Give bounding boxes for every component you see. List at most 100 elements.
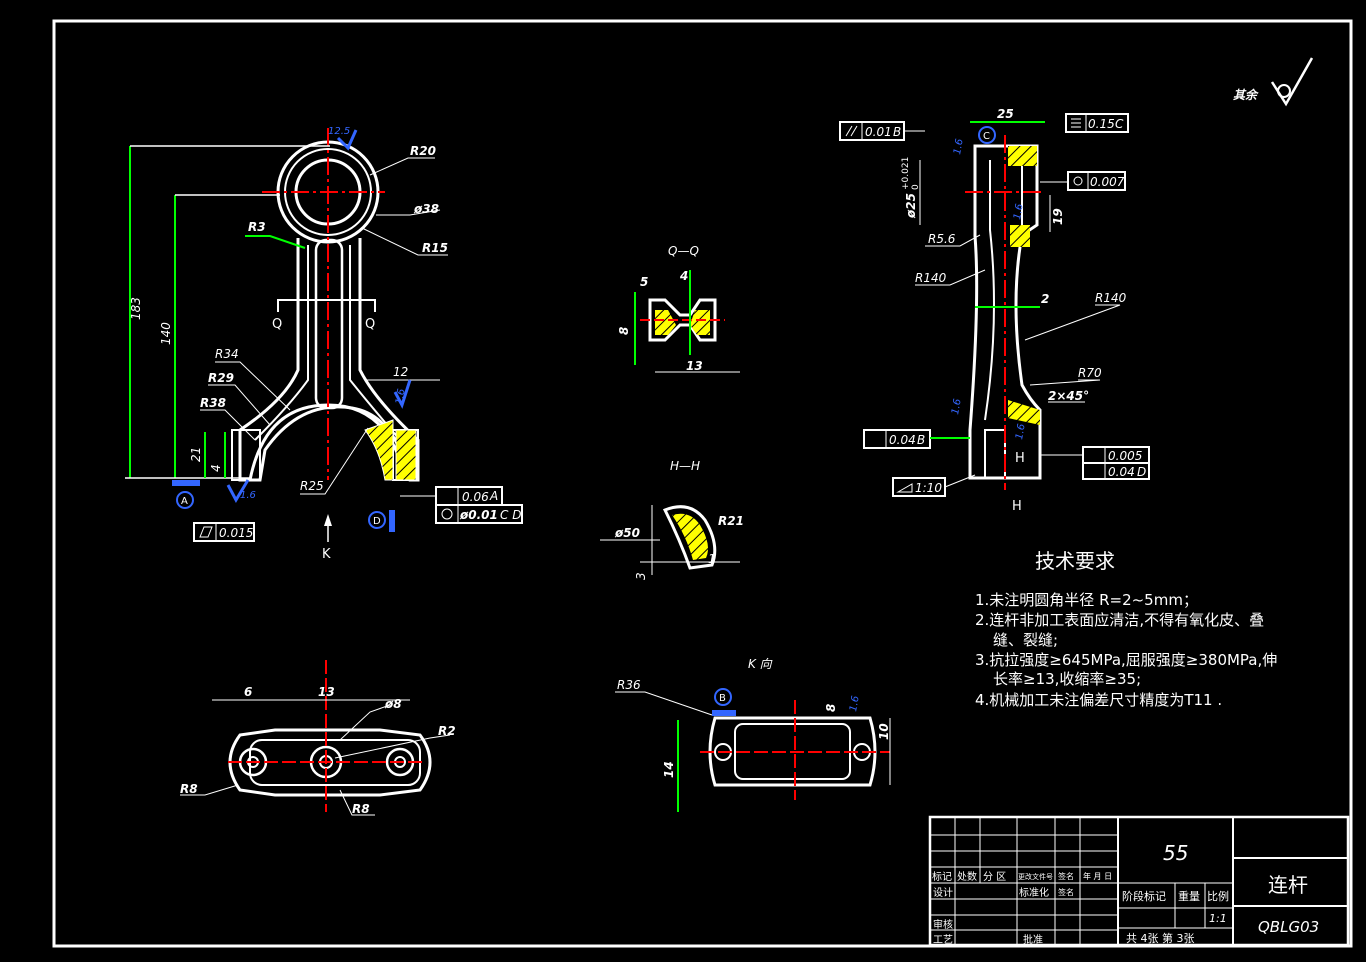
view-k: K 向 14 10 8 R36 B 1.6 [615, 657, 891, 812]
tol-par1-value: 0.01 [865, 125, 892, 139]
requirements-title: 技术要求 [1035, 549, 1115, 573]
tolerance-parallel-bottom: 0.04 B [863, 429, 970, 449]
datum-d-icon [368, 511, 386, 529]
tol-par2-ref: B [917, 433, 925, 447]
section-h-top: H [1015, 451, 1025, 466]
dim-r34: R34 [215, 347, 239, 361]
surface-finish-note: 其余 [1233, 57, 1314, 107]
tolerance-taper: 1:10 [892, 474, 976, 497]
side-view: 2 25 ø25 +0.021 0 19 R5.6 R140 R140 R70 … [839, 107, 1150, 514]
dim-r38: R38 [200, 396, 226, 410]
dim-140: 140 [159, 322, 173, 345]
tolerance-flatness-front: 0.015 [193, 522, 255, 542]
side-dim-19: 19 [1051, 208, 1065, 225]
front-view: 183 140 21 4 R20 ø38 R15 R3 R34 R29 R38 … [125, 126, 523, 562]
side-ra-3: 1.6 [950, 398, 964, 416]
datum-a-label: A [181, 496, 188, 507]
tol-par1-ref: B [893, 125, 901, 139]
tb-process: 工艺 [933, 934, 953, 946]
tb-weight-label: 重量 [1178, 889, 1200, 903]
requirement-line-1: 1.未注明圆角半径 R=2~5mm； [975, 591, 1198, 609]
bottom-dim-13: 13 [318, 685, 335, 699]
side-dim-2: 2 [1041, 292, 1049, 306]
ra-1-6-b: 1.6 [240, 490, 256, 501]
bottom-view: 6 13 ø8 R2 R8 R8 [180, 660, 456, 816]
tb-drawing-no: QBLG03 [1258, 918, 1319, 936]
section-hh-title: H—H [670, 459, 700, 473]
tb-standard: 标准化 [1019, 886, 1049, 899]
tb-review: 审核 [933, 918, 953, 931]
k-dim-8: 8 [824, 704, 838, 712]
tb-change-doc: 更改文件号 [1018, 872, 1053, 881]
bottom-dim-r2: R2 [438, 724, 456, 738]
dim-r29: R29 [208, 371, 234, 385]
tb-part-name: 连杆 [1268, 873, 1308, 897]
dim-183: 183 [129, 297, 143, 320]
sheet-border [52, 19, 1353, 948]
side-dim-chamfer: 2×45° [1048, 389, 1089, 403]
side-tol-lower: 0 [911, 184, 921, 190]
tol-pos1-value: 0.06 [462, 490, 489, 504]
bottom-dim-r8-left: R8 [180, 782, 198, 796]
section-h-bottom: H [1012, 499, 1022, 514]
hh-dim-d50: ø50 [614, 526, 640, 540]
tol-flat1-ref: C [1115, 117, 1124, 131]
dim-4: 4 [209, 464, 223, 472]
tol-pos3-ref: D [1137, 465, 1146, 479]
tb-zone: 分 区 [983, 871, 1006, 883]
requirement-line-6: 4.机械加工未注偏差尺寸精度为T11 . [975, 691, 1222, 709]
tol-pos3-value: 0.04 [1108, 465, 1135, 479]
dim-r15: R15 [422, 241, 448, 255]
dim-21: 21 [189, 447, 203, 462]
bottom-dim-d8: ø8 [384, 697, 402, 711]
datum-c-label: C [983, 131, 990, 142]
tol-par2-value: 0.04 [889, 433, 916, 447]
tol-pos2-value: ø0.01 [459, 508, 498, 522]
surface-finish-icon [1270, 57, 1314, 107]
section-qq-title: Q—Q [668, 244, 699, 258]
section-hh: H—H ø50 R21 3 1 [600, 459, 744, 580]
tol-taper-value: 1:10 [915, 481, 942, 495]
side-dim-r5-6: R5.6 [928, 232, 956, 246]
bottom-dim-r8-right: R8 [352, 802, 370, 816]
tb-count: 处数 [957, 870, 977, 883]
tb-sign: 签名 [1058, 871, 1074, 881]
side-dim-r140-right: R140 [1095, 291, 1127, 305]
section-qq: Q—Q 5 4 8 13 [617, 244, 740, 373]
tb-marks: 标记 [932, 871, 952, 883]
dim-dia38: ø38 [413, 202, 439, 216]
technical-requirements: 技术要求 1.未注明圆角半径 R=2~5mm； 2.连杆非加工表面应清洁,不得有… [975, 549, 1277, 709]
tolerance-cylindricity: 0.007 [1040, 171, 1126, 191]
tb-stage: 阶段标记 [1122, 889, 1166, 903]
qq-dim-4: 4 [679, 269, 688, 283]
side-ra-4: 1.6 [1014, 423, 1028, 441]
qq-dim-5: 5 [640, 275, 648, 289]
hh-dim-3: 3 [634, 572, 648, 580]
k-ra-1-6: 1.6 [848, 695, 862, 713]
side-dim-25: 25 [997, 107, 1014, 121]
requirement-line-2: 2.连杆非加工表面应清洁,不得有氧化皮、叠 [975, 611, 1264, 629]
datum-b-label: B [719, 693, 726, 704]
tolerance-parallel-top: 0.01 B [839, 121, 925, 141]
tol-flat1-value: 0.15 [1088, 117, 1115, 131]
qq-dim-13: 13 [686, 359, 703, 373]
qq-dim-8: 8 [617, 327, 631, 335]
ra-12-5: 12.5 [328, 126, 350, 137]
tol-pos2-ref: C D [500, 508, 521, 522]
hh-dim-1: 1 [708, 552, 716, 566]
tolerance-bottom-right: 0.005 0.04 D [1040, 446, 1150, 480]
k-dim-10: 10 [877, 723, 891, 740]
side-dim-r140-left: R140 [915, 271, 947, 285]
section-q-left: Q [272, 317, 282, 332]
side-ra-2: 1.6 [1012, 203, 1026, 221]
tb-date: 年 月 日 [1083, 871, 1112, 881]
view-k-title: K 向 [748, 657, 773, 671]
surface-finish-label: 其余 [1233, 88, 1259, 102]
side-dim-bore: ø25 [904, 193, 918, 219]
datum-c-icon [978, 126, 996, 144]
k-dim-14: 14 [662, 761, 676, 778]
tolerance-position-front: 0.06 A ø0.01 C D [400, 486, 523, 524]
requirement-line-3: 缝、裂缝; [993, 631, 1058, 649]
tb-sign2: 签名 [1058, 887, 1074, 897]
